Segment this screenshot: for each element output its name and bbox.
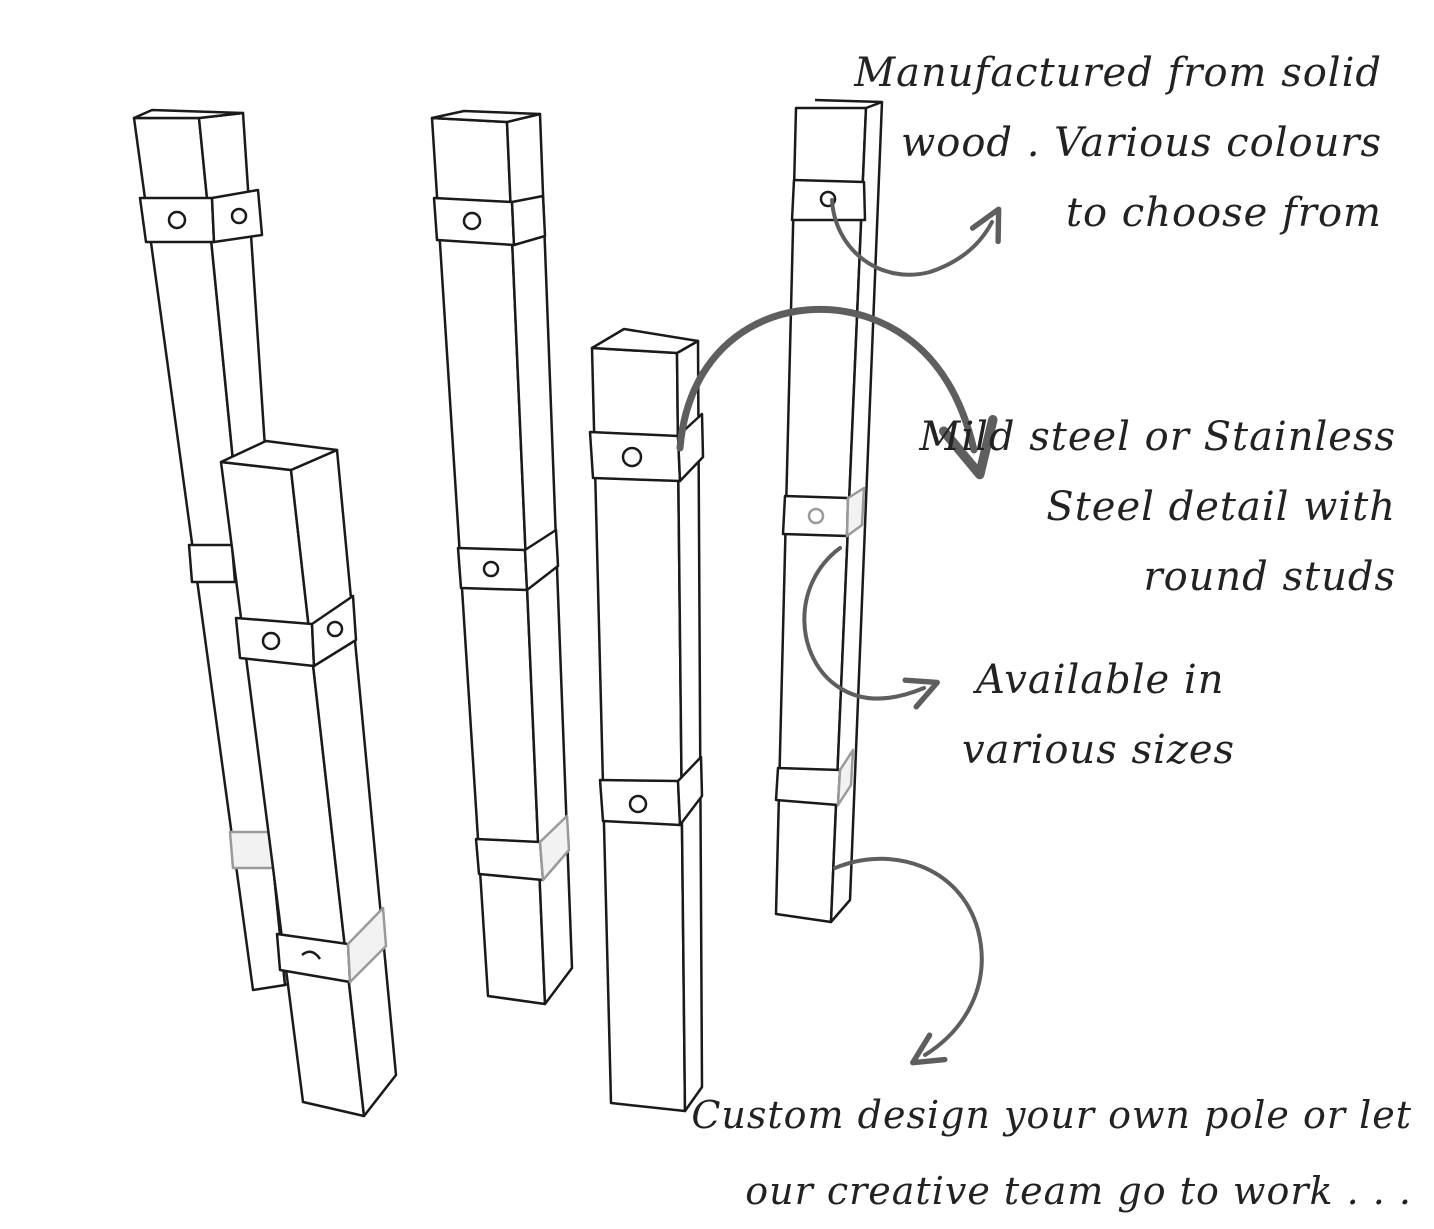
stud (628, 794, 648, 814)
stud (230, 207, 248, 225)
pole-front-left (219, 439, 398, 1118)
pole-back-center (430, 109, 574, 1006)
callout-line: our creative team go to work . . . (745, 1169, 1412, 1213)
stud (167, 210, 187, 230)
pole-back-center-top (430, 109, 542, 124)
stud (326, 620, 344, 638)
pole-back-center-band-low (474, 837, 545, 882)
callout-sizes: Available in various sizes (962, 645, 1235, 785)
pole-back-center-band-low-side (538, 814, 571, 882)
callout-line: Manufactured from solid (854, 50, 1382, 96)
arrow-material (830, 198, 1002, 277)
arrow-custom (833, 856, 984, 1066)
arrow-sizes (802, 546, 941, 710)
pole-back-right-top-edge (814, 98, 883, 104)
callout-custom: Custom design your own pole or let our c… (691, 1077, 1412, 1229)
pole-front-center-band-low-side (676, 755, 704, 827)
callout-steel: Mild steel or Stainless Steel detail wit… (919, 402, 1396, 612)
pole-back-right-band-low (774, 766, 842, 807)
callout-line: Available in (976, 657, 1225, 703)
pole-back-center-band-top-side (510, 194, 547, 247)
callout-line: Steel detail with (1046, 484, 1396, 530)
stud (482, 560, 500, 578)
pole-front-center (588, 327, 705, 1113)
pole-back-right-band-mid-side (845, 486, 866, 538)
arrow-steel (676, 306, 998, 480)
stud (621, 446, 643, 468)
callout-line: to choose from (1065, 190, 1382, 236)
callout-material: Manufactured from solid wood . Various c… (854, 38, 1382, 248)
pole-front-left-top (219, 439, 339, 472)
stud (261, 631, 281, 651)
pole-back-left-top (132, 108, 245, 120)
callout-line: Custom design your own pole or let (691, 1093, 1412, 1137)
stud (462, 211, 482, 231)
pole-back-center-band-mid-side (523, 528, 560, 592)
pole-back-right-band-low-side (836, 748, 855, 807)
callout-line: wood . Various colours (901, 120, 1382, 166)
stud (301, 950, 322, 960)
callout-line: Mild steel or Stainless (919, 414, 1396, 460)
callout-line: round studs (1143, 554, 1396, 600)
pole-front-center-top (590, 327, 700, 355)
pole-back-left-band-mid (187, 543, 237, 584)
callout-line: various sizes (962, 727, 1236, 773)
arrows (676, 198, 1002, 1066)
pole-front-left-band-low-side (346, 906, 388, 984)
stud (807, 507, 825, 525)
